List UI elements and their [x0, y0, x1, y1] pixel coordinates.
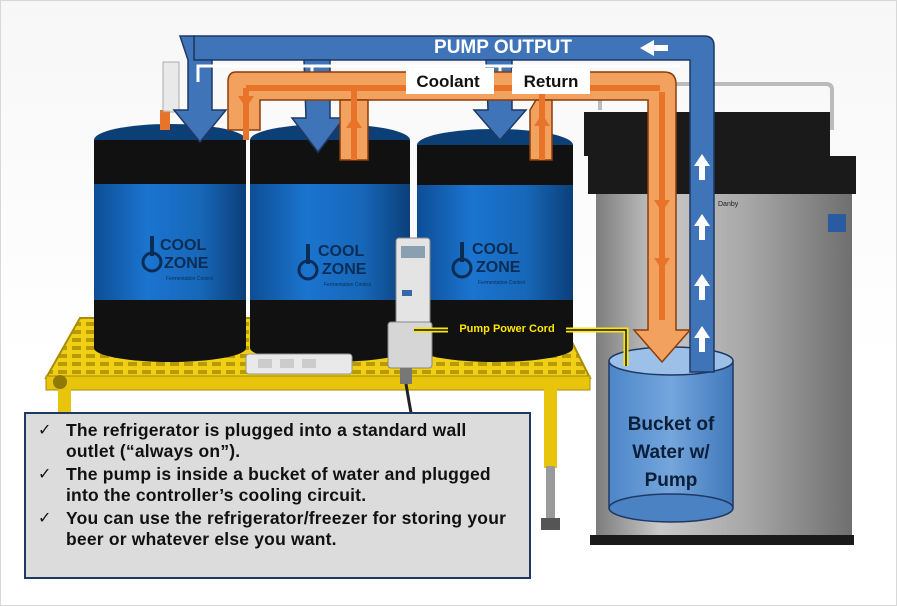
info-bullet: ✓ The pump is inside a bucket of water an…: [38, 464, 519, 505]
power-strip: [245, 353, 353, 375]
return-label: Return: [524, 72, 579, 91]
coolant-label: Coolant: [416, 72, 480, 91]
logo-text-zone: ZONE: [164, 255, 209, 272]
bucket-label-line3: Pump: [645, 470, 698, 491]
cool-zone-logo-middle: COOL ZONE Fermentation Control: [297, 243, 371, 288]
info-bullet-text: You can use the refrigerator/freezer for…: [66, 508, 507, 549]
info-bullet: ✓ You can use the refrigerator/freezer fo…: [38, 508, 519, 549]
logo-text-cool: COOL: [318, 243, 364, 260]
fridge-brand-label: Danby: [718, 201, 739, 208]
pump-power-cord-label: Pump Power Cord: [459, 323, 554, 335]
fermenter-right: [417, 129, 573, 362]
pump-power-cord: Pump Power Cord: [414, 320, 629, 366]
cool-zone-logo-left: COOL ZONE Fermentation Control: [141, 236, 213, 282]
return-label-bg: [512, 68, 590, 94]
bucket-label-line1: Bucket of: [628, 414, 715, 435]
logo-subtitle: Fermentation Control: [324, 282, 371, 288]
checkmark-icon: ✓: [38, 464, 52, 483]
checkmark-icon: ✓: [38, 420, 52, 439]
logo-text-zone: ZONE: [322, 261, 367, 278]
info-bullet-text: The refrigerator is plugged into a stand…: [66, 420, 467, 461]
pump-output-label: PUMP OUTPUT: [434, 37, 572, 58]
info-bullet: ✓ The refrigerator is plugged into a stan…: [38, 420, 519, 461]
logo-subtitle: Fermentation Control: [166, 276, 213, 282]
logo-text-cool: COOL: [160, 237, 206, 254]
cool-zone-logo-right: COOL ZONE Fermentation Control: [451, 241, 525, 286]
logo-text-zone: ZONE: [476, 259, 521, 276]
coolant-label-bg: [406, 68, 494, 94]
info-callout: ✓ The refrigerator is plugged into a stan…: [24, 412, 531, 579]
fermenter-left: [94, 61, 246, 362]
checkmark-icon: ✓: [38, 508, 52, 527]
logo-subtitle: Fermentation Control: [478, 280, 525, 286]
fermenter-middle: [250, 124, 410, 362]
info-bullet-text: The pump is inside a bucket of water and…: [66, 464, 491, 505]
logo-text-cool: COOL: [472, 241, 518, 258]
bucket-label-line2: Water w/: [632, 442, 710, 463]
water-bucket: Bucket of Water w/ Pump: [608, 346, 734, 523]
info-bullet-list: ✓ The refrigerator is plugged into a stan…: [38, 420, 519, 549]
